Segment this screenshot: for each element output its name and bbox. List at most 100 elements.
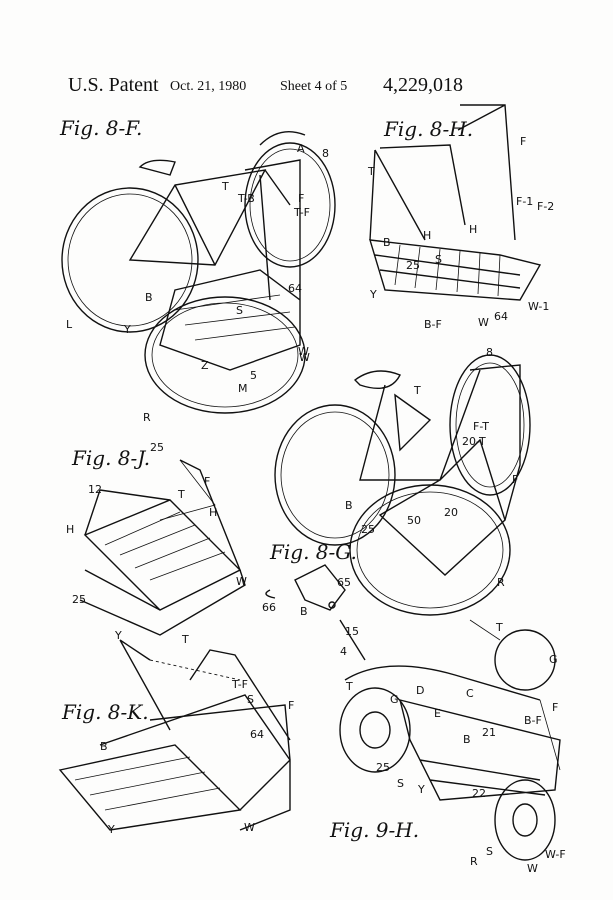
reference-label: R [143,411,151,424]
reference-label: B [345,499,353,512]
reference-label: F [288,699,295,712]
patent-title: U.S. Patent [68,74,159,96]
reference-label: S [247,693,254,706]
reference-label: S [236,304,243,317]
reference-label: W-1 [528,300,550,313]
reference-label: W [299,351,310,364]
reference-label: B [383,236,391,249]
reference-label: F [204,475,211,488]
reference-label: 22 [472,787,486,800]
reference-label: 64 [250,728,264,741]
reference-label: L [66,318,73,331]
patent-number: 4,229,018 [383,74,463,96]
reference-label: G [390,693,399,706]
reference-label: B [463,733,471,746]
reference-label: W [527,862,538,875]
fig-8g-drawing [265,564,366,661]
reference-label: 65 [337,576,351,589]
reference-label: T [368,165,375,178]
reference-label: Y [115,629,122,642]
reference-label: S [435,253,442,266]
reference-label: T-F [232,678,249,691]
reference-label: M [238,382,248,395]
sheet-number: Sheet 4 of 5 [280,79,348,94]
reference-label: F [512,473,519,486]
reference-label: 25 [376,761,390,774]
reference-label: T [496,621,503,634]
reference-label: T-F [294,206,311,219]
figure-title: Fig. 8-J. [72,446,151,470]
reference-label: 8 [322,147,329,160]
reference-label: B-F [524,714,542,727]
reference-label: W-F [545,848,566,861]
reference-label: T [178,488,185,501]
reference-label: 21 [482,726,496,739]
reference-label: W [236,575,247,588]
reference-label: 25 [361,523,375,536]
reference-label: Y [418,783,425,796]
fig-8h-drawing [369,104,542,301]
reference-label: 25 [72,593,86,606]
reference-label: F [298,192,305,205]
figure-title: Fig. 8-G. [270,540,357,564]
reference-label: 20-T [462,435,486,448]
reference-label: 12 [88,483,102,496]
reference-label: F [520,135,527,148]
reference-label: R [497,576,505,589]
fig-8f-drawing [61,131,336,414]
reference-label: 64 [494,310,508,323]
figure-title: Fig. 8-H. [384,117,474,141]
figure-title: Fig. 8-K. [62,700,149,724]
reference-label: W [298,345,309,358]
reference-label: B [100,740,108,753]
reference-label: R [470,855,478,868]
reference-label: F-1 [516,195,534,208]
reference-label: G [549,653,558,666]
fig-8k-drawing [58,639,291,831]
reference-label: Y [124,323,131,336]
reference-label: Y [108,823,115,836]
reference-label: F-2 [537,200,555,213]
reference-label: 15 [345,625,359,638]
reference-label: 20 [444,506,458,519]
reference-label: 25 [150,441,164,454]
reference-label: W [478,316,489,329]
reference-label: 66 [262,601,276,614]
reference-label: Z [201,359,209,372]
reference-label: Y [370,288,377,301]
reference-label: H [209,506,218,519]
reference-label: S [397,777,404,790]
reference-label: B-F [424,318,442,331]
reference-label: B [300,605,308,618]
reference-label: T-B [238,192,255,205]
reference-label: 25 [406,259,420,272]
reference-label: 64 [288,282,302,295]
reference-label: E [434,707,441,720]
reference-label: W [244,821,255,834]
reference-label: 4 [340,645,347,658]
reference-label: F [552,701,559,714]
reference-label: C [466,687,474,700]
reference-label: 50 [407,514,421,527]
reference-label: H [469,223,478,236]
reference-label: D [416,684,425,697]
fig-8j-drawing [79,459,246,636]
bicycle-drawing [274,354,531,616]
reference-label: S [486,845,493,858]
patent-date: Oct. 21, 1980 [170,79,247,94]
figure-title: Fig. 8-F. [60,116,143,140]
reference-label: T [222,180,229,193]
fig-9h-drawing [339,619,561,861]
reference-label: 8 [486,346,493,359]
reference-label: H [423,229,432,242]
reference-label: A [297,142,305,155]
reference-label: T [346,680,353,693]
reference-label: T [182,633,189,646]
reference-label: 5 [250,369,257,382]
reference-label: H [66,523,75,536]
reference-label: T [414,384,421,397]
reference-label: F-T [473,420,490,433]
reference-label: B [145,291,153,304]
